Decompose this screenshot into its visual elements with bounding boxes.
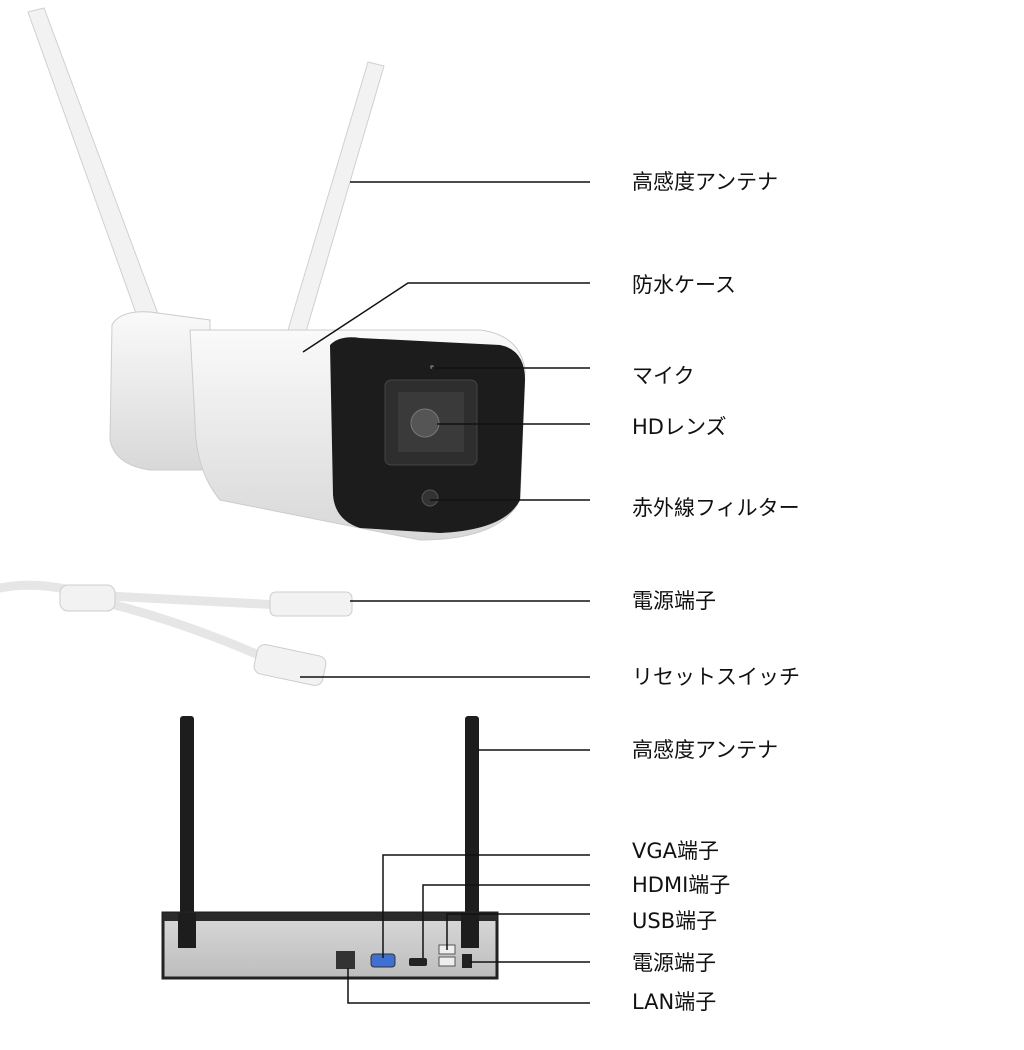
nvr-body (161, 911, 499, 980)
nvr-antenna-right (465, 716, 479, 946)
label-lan: LAN端子 (632, 990, 717, 1014)
label-nvr-antenna: 高感度アンテナ (632, 738, 779, 762)
label-lens: HDレンズ (632, 415, 727, 439)
label-vga: VGA端子 (632, 839, 720, 863)
label-mic: マイク (632, 364, 695, 388)
camera-cables (0, 580, 285, 665)
camera-body (189, 329, 526, 541)
label-camera-antenna: 高感度アンテナ (632, 170, 779, 194)
cable-connectors (59, 584, 353, 686)
label-hdmi: HDMI端子 (632, 873, 731, 897)
leader-lines (300, 181, 590, 1004)
label-usb: USB端子 (632, 909, 718, 933)
label-nvr-power: 電源端子 (632, 951, 716, 975)
label-housing: 防水ケース (632, 273, 736, 297)
lan-port (336, 951, 355, 969)
label-reset: リセットスイッチ (632, 665, 800, 689)
power-port (462, 954, 472, 968)
label-ir-filter: 赤外線フィルター (632, 496, 800, 520)
camera-antenna-right (287, 61, 385, 336)
usb-port-2 (438, 956, 456, 967)
nvr-antenna-left (180, 716, 194, 946)
label-camera-power: 電源端子 (632, 589, 716, 613)
hdmi-port (409, 958, 427, 966)
